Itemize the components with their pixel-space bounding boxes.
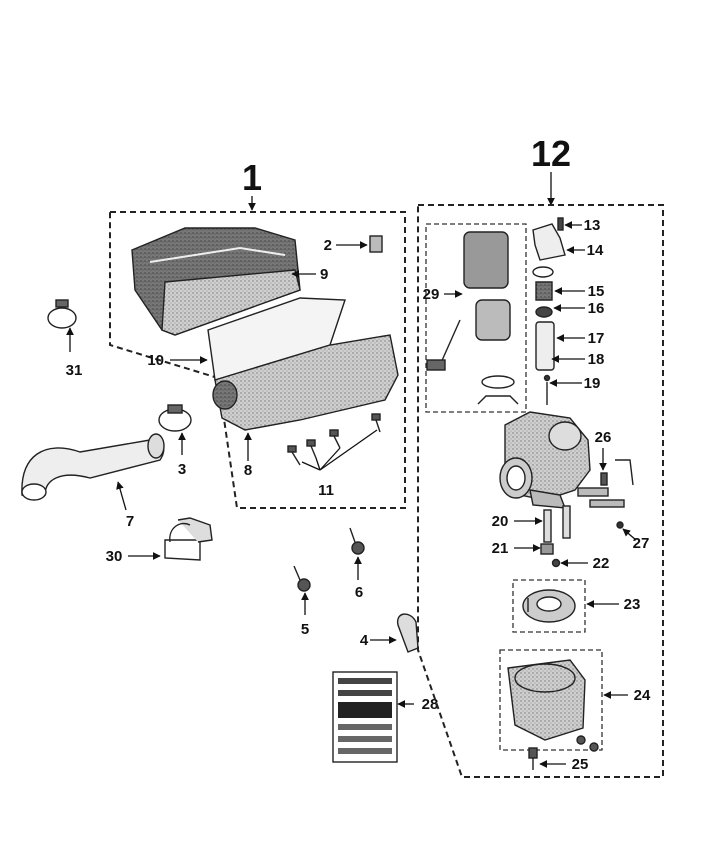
float-part <box>522 589 576 623</box>
choke-subgroup-box <box>425 223 527 413</box>
carburetor-assembly: 12 29 13 14 15 <box>417 133 664 778</box>
callout-8: 8 <box>244 462 252 479</box>
float-subgroup-box <box>512 579 586 633</box>
callout-16: 16 <box>588 300 605 317</box>
callout-26: 26 <box>595 429 612 446</box>
callout-24: 24 <box>634 687 651 704</box>
carburetor-boundary <box>417 204 664 778</box>
assembly-number-carburetor: 12 <box>531 133 571 174</box>
callout-28: 28 <box>422 696 439 713</box>
callout-6: 6 <box>355 584 363 601</box>
leader-27 <box>622 528 637 541</box>
filter-element-part <box>207 297 346 381</box>
callout-3: 3 <box>178 461 186 478</box>
clip-part <box>369 235 383 253</box>
air-filter-boundary <box>109 211 406 509</box>
assembly-number-air-filter: 1 <box>242 157 262 198</box>
float-bowl-subgroup-box <box>499 649 603 751</box>
callout-11: 11 <box>318 482 334 499</box>
callout-19: 19 <box>584 375 601 392</box>
screw-part-25 <box>528 747 538 770</box>
callout-25: 25 <box>572 756 589 773</box>
callout-22: 22 <box>593 555 610 572</box>
callout-30: 30 <box>106 548 123 565</box>
callout-20: 20 <box>492 513 509 530</box>
callout-27: 27 <box>633 535 650 552</box>
filter-cover-part <box>131 227 301 336</box>
callout-29: 29 <box>423 286 440 303</box>
slide-stack-parts <box>532 217 566 405</box>
callout-2: 2 <box>324 237 332 254</box>
callout-17: 17 <box>588 330 605 347</box>
callout-23: 23 <box>624 596 641 613</box>
carburetor-body-part <box>499 411 591 509</box>
screw-part-6 <box>349 527 365 555</box>
screw-part-5 <box>293 565 311 592</box>
callout-10: 10 <box>147 352 164 369</box>
loose-parts: 31 3 7 30 6 <box>21 299 439 763</box>
leader-7 <box>116 481 127 511</box>
callout-7: 7 <box>126 513 134 530</box>
intake-hose-part <box>21 433 165 501</box>
callout-9: 9 <box>320 266 328 283</box>
float-bowl-part <box>507 659 599 752</box>
clamp-part-3 <box>158 404 192 432</box>
callout-14: 14 <box>587 242 604 259</box>
air-filter-assembly: 1 <box>109 157 406 509</box>
cap-part <box>396 613 419 653</box>
sticker-part <box>332 671 398 763</box>
callout-21: 21 <box>492 540 509 557</box>
callout-18: 18 <box>588 351 605 368</box>
jets-part-26-27 <box>577 459 634 529</box>
callout-31: 31 <box>66 362 83 379</box>
jets-part-20-22 <box>540 505 571 568</box>
filter-housing-part <box>212 334 399 431</box>
callout-13: 13 <box>584 217 601 234</box>
clamp-part-31 <box>47 299 77 329</box>
callout-15: 15 <box>588 283 605 300</box>
screws-part <box>287 413 381 471</box>
callout-5: 5 <box>301 621 309 638</box>
bracket-part <box>164 517 213 561</box>
callout-4: 4 <box>360 632 369 649</box>
auto-choke-part <box>426 231 519 405</box>
